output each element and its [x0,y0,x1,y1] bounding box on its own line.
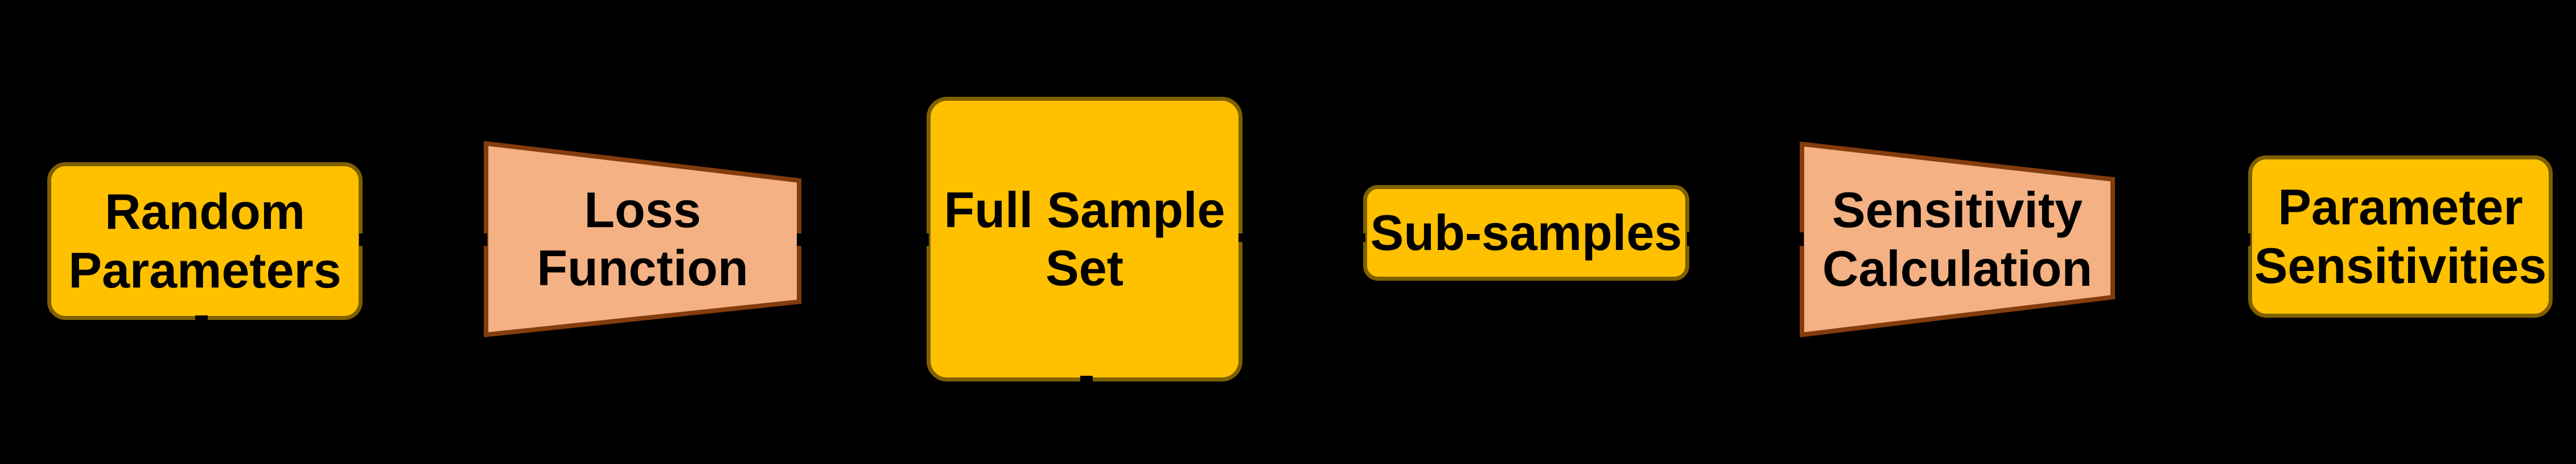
node-sensitivity-calculation-label: Sensitivity Calculation [1822,182,2093,297]
node-loss-function: Loss Function [484,141,801,337]
connector-arrow-sensitivity-to-parameter [2115,233,2250,246]
node-full-sample-set: Full Sample Set [927,97,1242,381]
connector-arrow-subsamples-to-sensitivity [1687,232,1804,246]
connector-arrow-loss-to-fullsample [797,233,929,246]
connector-arrow-fullsample-to-subsamples [1238,233,1365,242]
node-random-parameters-label: Random Parameters [68,183,341,298]
node-parameter-sensitivities-label: Parameter Sensitivities [2254,179,2547,294]
trapezoid-shape [1800,142,2115,337]
trapezoid-polygon [1800,142,2115,337]
node-sub-samples-label: Sub-samples [1370,204,1682,261]
node-parameter-sensitivities: Parameter Sensitivities [2248,155,2553,318]
node-sub-samples: Sub-samples [1363,185,1689,281]
connector-arrow-random-to-loss [359,233,487,246]
node-full-sample-set-label: Full Sample Set [944,181,1225,296]
node-sensitivity-calculation: Sensitivity Calculation [1800,142,2115,337]
connector-stub-down-fullsample [1080,376,1093,400]
trapezoid-polygon [484,141,801,337]
node-loss-function-label: Loss Function [537,181,748,296]
connector-stub-down-random [195,315,208,339]
trapezoid-shape [484,141,801,337]
node-random-parameters: Random Parameters [47,162,363,320]
